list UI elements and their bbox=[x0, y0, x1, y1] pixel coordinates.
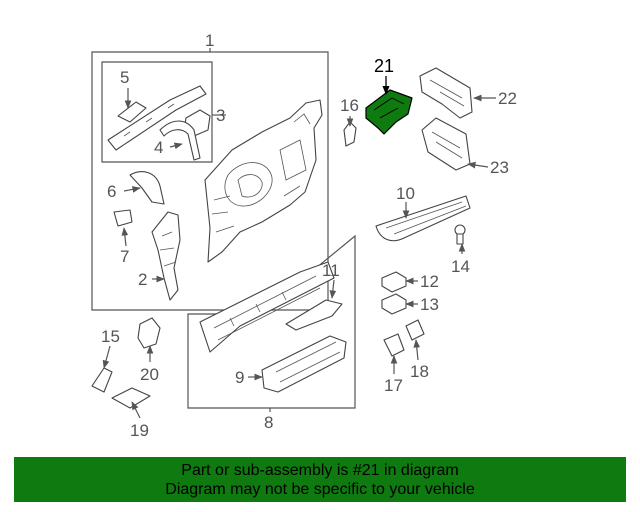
callout-13: 13 bbox=[420, 295, 439, 314]
callout-9: 9 bbox=[235, 368, 244, 387]
callout-17: 17 bbox=[384, 376, 403, 395]
callout-12: 12 bbox=[420, 272, 439, 291]
callout-19: 19 bbox=[130, 421, 149, 440]
callout-labels: 1 2 3 4 5 6 7 8 9 10 11 12 13 14 15 16 1… bbox=[101, 31, 517, 440]
callout-7: 7 bbox=[120, 247, 129, 266]
part-10-rocker bbox=[375, 195, 471, 242]
callout-22: 22 bbox=[498, 89, 517, 108]
part-11-brace bbox=[285, 299, 343, 331]
callout-3: 3 bbox=[216, 106, 225, 125]
part-8-side-member bbox=[199, 261, 335, 353]
part-23-bracket bbox=[421, 117, 471, 171]
callout-10: 10 bbox=[396, 184, 415, 203]
callout-11: 11 bbox=[322, 261, 340, 280]
part-22-bracket bbox=[419, 67, 473, 119]
part-17-bracket bbox=[383, 333, 405, 357]
callout-23: 23 bbox=[490, 158, 509, 177]
parts-diagram: 1 2 3 4 5 6 7 8 9 10 11 12 13 14 15 16 1… bbox=[91, 31, 517, 440]
part-9-rail bbox=[261, 335, 347, 393]
part-7-clip bbox=[113, 209, 133, 227]
callout-4: 4 bbox=[154, 138, 163, 157]
part-15-bracket bbox=[91, 367, 113, 393]
banner-line-1: Part or sub-assembly is #21 in diagram bbox=[181, 461, 459, 479]
part-20-mount bbox=[137, 317, 161, 349]
callout-15: 15 bbox=[101, 327, 120, 346]
leader-lines bbox=[102, 76, 496, 419]
callout-8: 8 bbox=[264, 413, 273, 432]
part-19-bracket bbox=[111, 387, 151, 409]
part-6-wing bbox=[129, 171, 165, 205]
part-21-highlighted-bracket[interactable] bbox=[365, 89, 413, 135]
part-13-plate bbox=[381, 293, 407, 315]
part-18-bracket bbox=[405, 319, 425, 341]
callout-14: 14 bbox=[451, 257, 470, 276]
callout-1: 1 bbox=[205, 31, 214, 50]
part-5-member bbox=[107, 85, 207, 151]
part-14-bolt bbox=[454, 224, 466, 245]
part-2-pillar bbox=[151, 211, 181, 301]
callout-20: 20 bbox=[140, 365, 159, 384]
callout-21: 21 bbox=[374, 56, 394, 76]
part-4-brace bbox=[159, 120, 201, 161]
part-12-plate bbox=[381, 271, 407, 293]
callout-6: 6 bbox=[107, 182, 116, 201]
info-banner: Part or sub-assembly is #21 in diagram D… bbox=[14, 457, 626, 502]
callout-2: 2 bbox=[138, 270, 147, 289]
callout-16: 16 bbox=[340, 96, 359, 115]
callout-5: 5 bbox=[120, 68, 129, 87]
part-1-dash-panel bbox=[204, 99, 323, 263]
banner-line-2: Diagram may not be specific to your vehi… bbox=[165, 480, 475, 498]
callout-18: 18 bbox=[410, 362, 429, 381]
